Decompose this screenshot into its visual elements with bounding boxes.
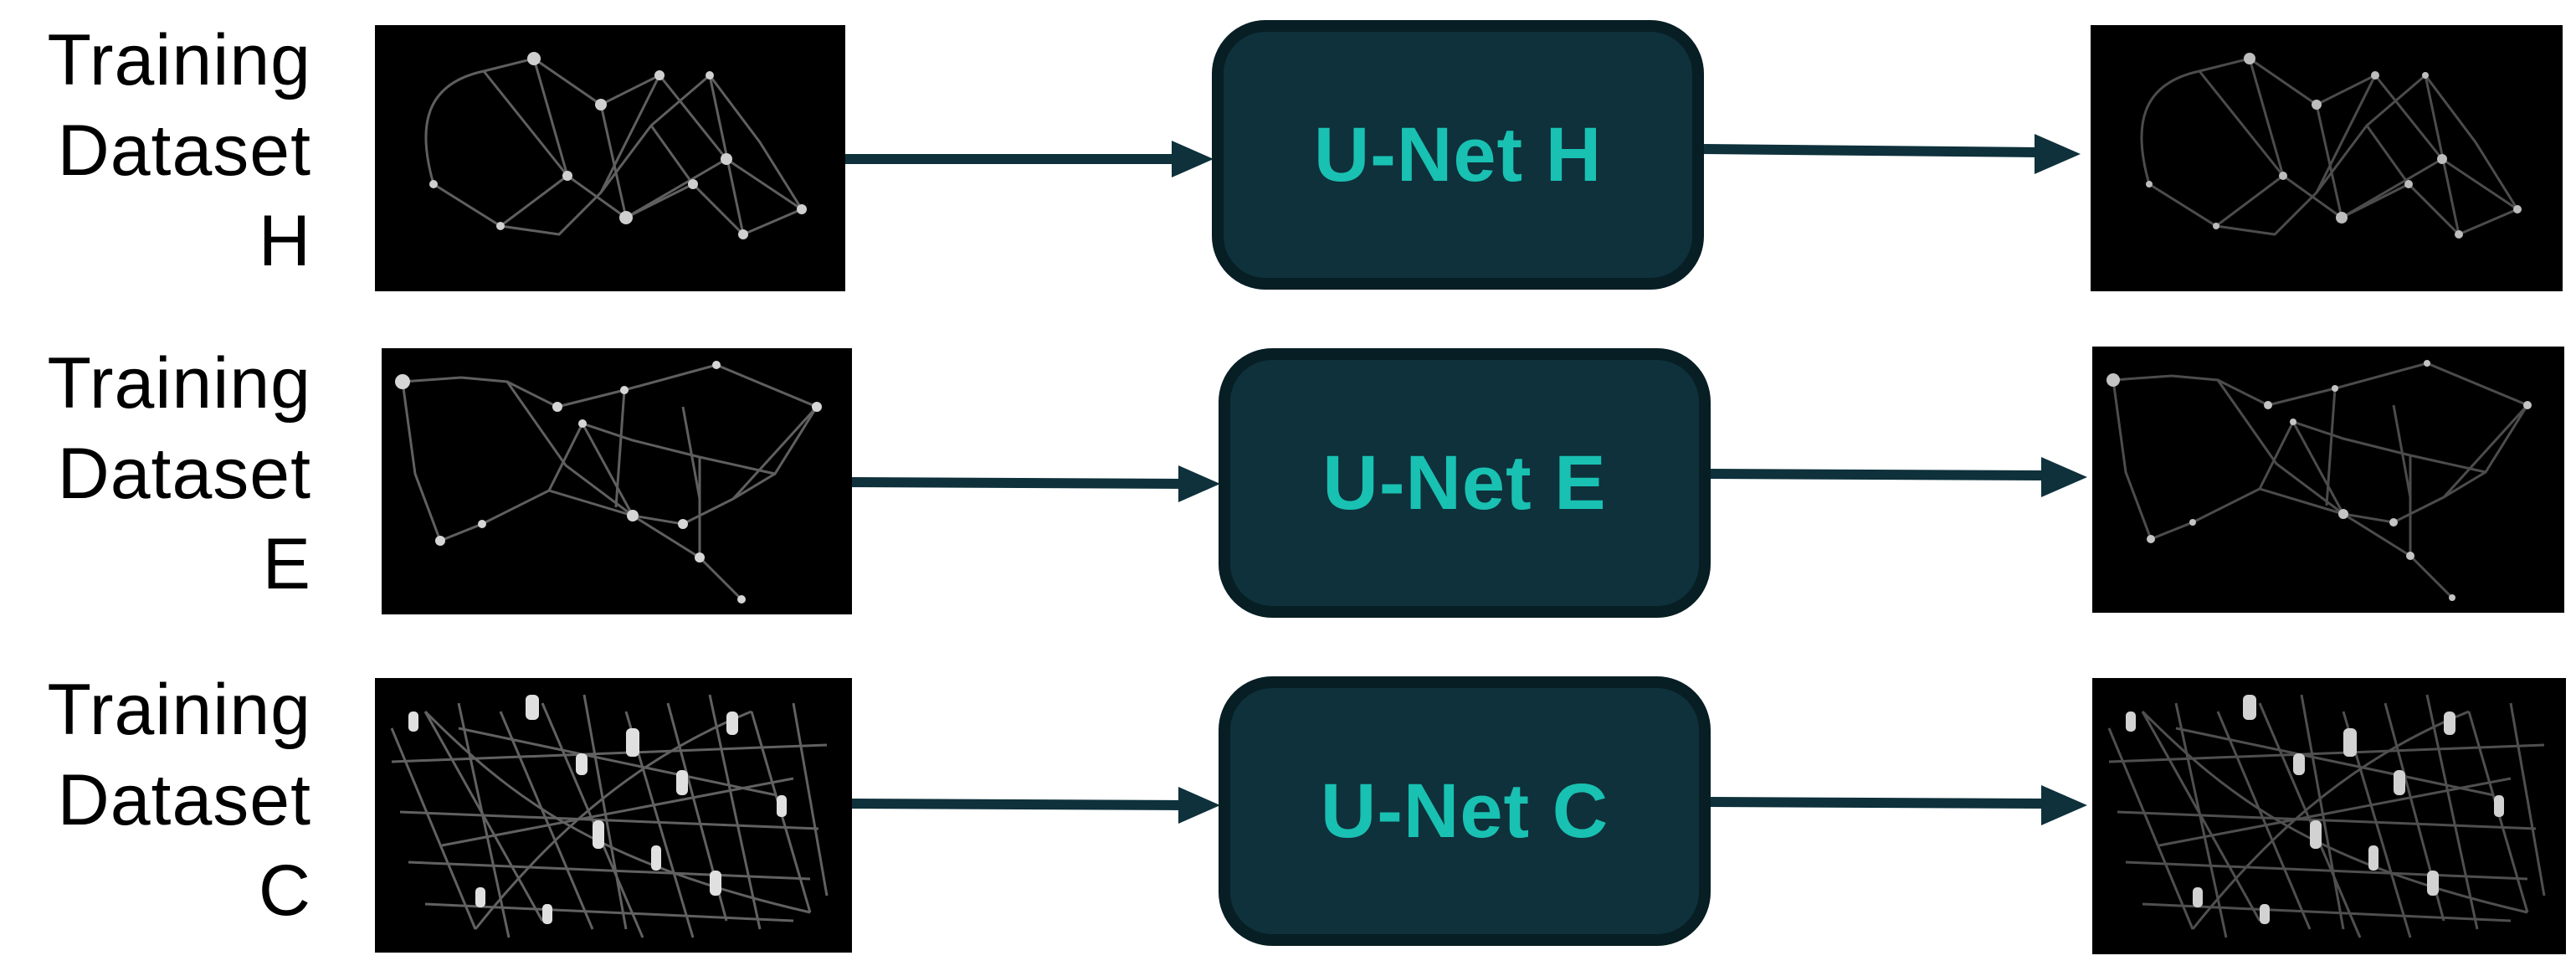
- unet-box-e: U-Net E: [1219, 348, 1711, 618]
- label-line: C: [258, 850, 311, 931]
- input-network-graph: [375, 678, 852, 953]
- unet-label-h: U-Net H: [1313, 111, 1603, 198]
- arrow-in-e: [851, 465, 1220, 502]
- unet-label-e: U-Net E: [1322, 439, 1607, 526]
- input-network-graph: [382, 348, 852, 614]
- arrow-out-e: [1710, 457, 2087, 497]
- row-h: Training Dataset H U-Net: [0, 0, 2576, 318]
- label-line: Dataset: [57, 760, 311, 840]
- label-line: Dataset: [57, 110, 311, 191]
- output-image-h: [2091, 25, 2563, 291]
- arrow-out-c: [1710, 785, 2087, 825]
- output-network-graph: [2092, 678, 2566, 954]
- unet-label-c: U-Net C: [1320, 768, 1609, 854]
- input-image-c: [375, 678, 852, 953]
- output-image-c: [2092, 678, 2566, 954]
- input-network-graph: [375, 25, 845, 291]
- unet-box-h: U-Net H: [1212, 20, 1704, 290]
- label-line: Training: [47, 20, 311, 100]
- input-image-e: [382, 348, 852, 614]
- label-line: H: [258, 201, 311, 281]
- output-image-e: [2092, 347, 2564, 613]
- output-network-graph: [2092, 347, 2564, 613]
- row-e: Training Dataset E U-Net E: [0, 326, 2576, 645]
- unet-box-c: U-Net C: [1219, 676, 1711, 946]
- dataset-label-h: Training Dataset H: [8, 15, 311, 286]
- arrow-in-c: [851, 787, 1220, 824]
- row-c: Training Dataset C: [0, 653, 2576, 971]
- output-network-graph: [2091, 25, 2563, 291]
- dataset-label-c: Training Dataset C: [8, 665, 311, 936]
- dataset-label-e: Training Dataset E: [8, 338, 311, 609]
- label-line: Training: [47, 670, 311, 750]
- arrow-out-h: [1703, 134, 2081, 174]
- label-line: Dataset: [57, 434, 311, 514]
- input-image-h: [375, 25, 845, 291]
- label-line: Training: [47, 343, 311, 424]
- label-line: E: [262, 524, 311, 604]
- arrow-in-h: [845, 141, 1214, 177]
